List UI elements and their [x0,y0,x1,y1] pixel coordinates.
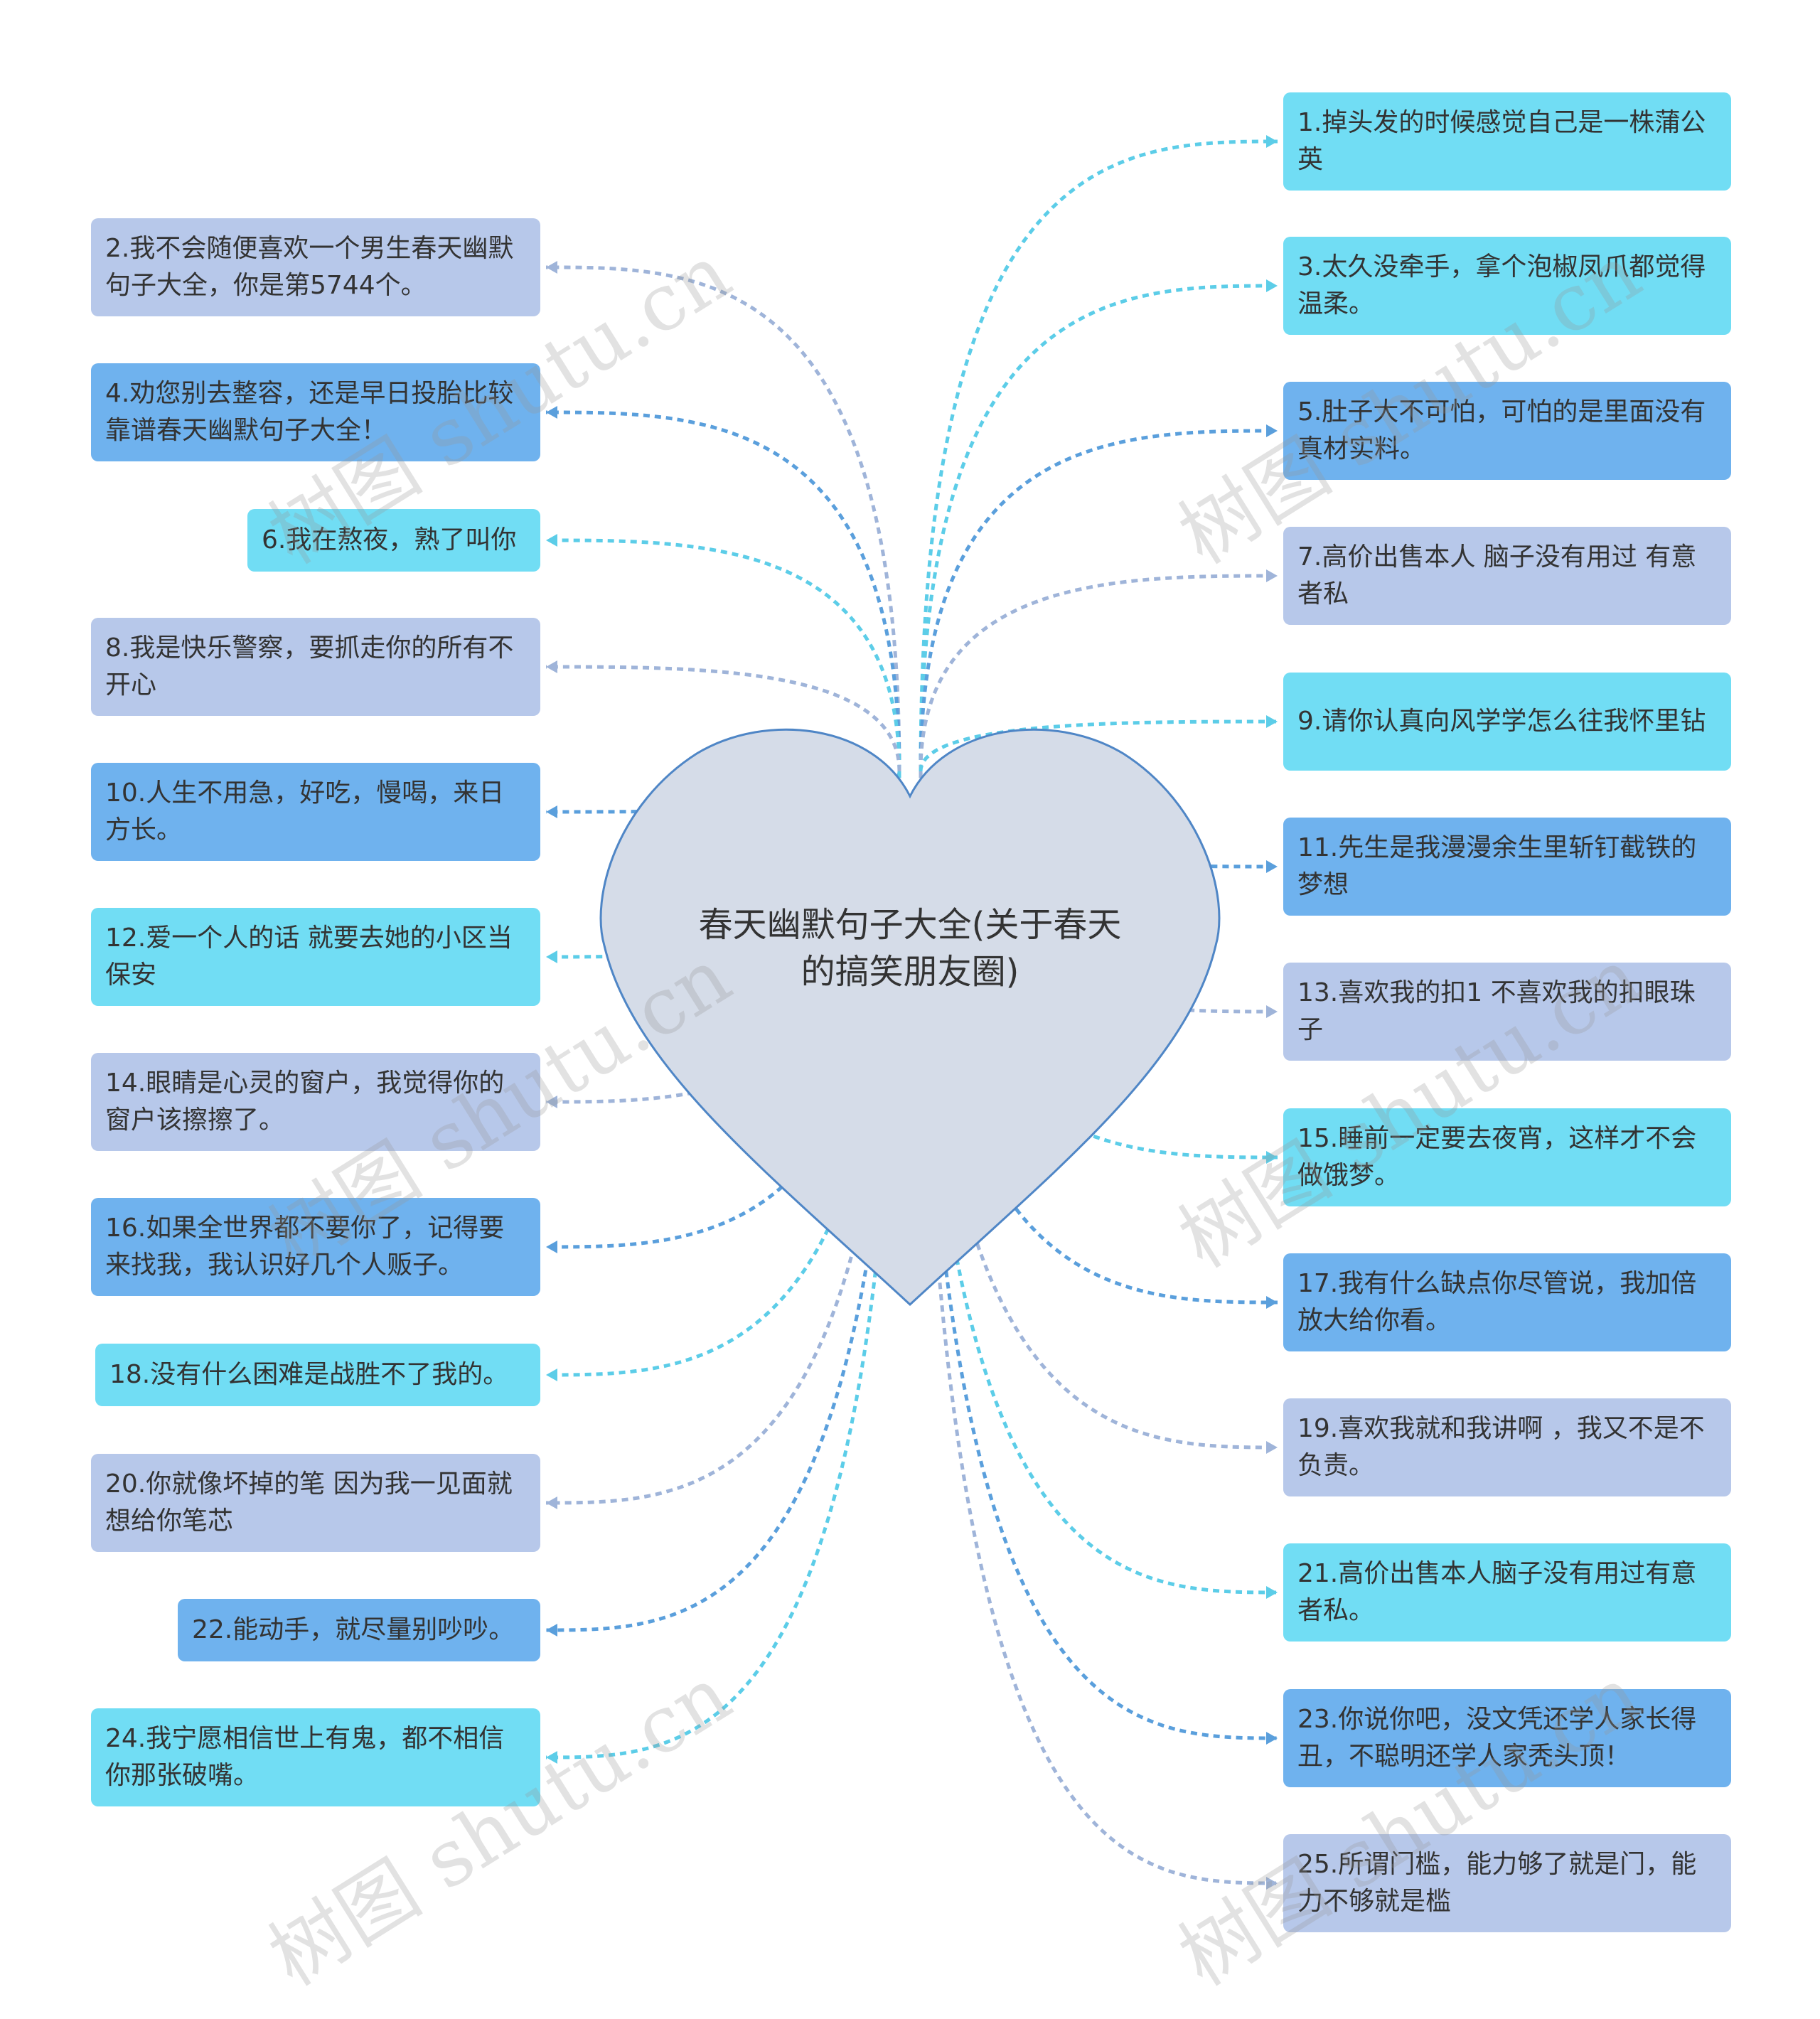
connector-line [919,771,1278,1160]
connector-arrowhead [546,1751,557,1764]
topic-node-6[interactable]: 6.我在熬夜，熟了叫你 [247,509,540,572]
topic-text: 20.你就像坏掉的笔 因为我一见面就想给你笔芯 [105,1469,513,1536]
connector-line [545,771,901,1760]
connector-arrowhead [1266,1296,1278,1309]
connector-arrowhead [1266,860,1278,873]
topic-node-8[interactable]: 8.我是快乐警察，要抓走你的所有不开心 [91,618,540,716]
connector-arrowhead [1266,715,1278,728]
connector-arrowhead [1266,1732,1278,1745]
connector-arrowhead [546,1369,557,1381]
connector-arrowhead [546,406,557,419]
topic-node-15[interactable]: 15.睡前一定要去夜宵，这样才不会做饿梦。 [1283,1108,1731,1206]
topic-text: 6.我在熬夜，熟了叫你 [262,525,517,555]
topic-text: 24.我宁愿相信世上有鬼，都不相信你那张破嘴。 [105,1724,505,1790]
topic-text: 17.我有什么缺点你尽管说，我加倍放大给你看。 [1297,1269,1697,1335]
topic-text: 1.掉头发的时候感觉自己是一株蒲公英 [1297,108,1706,174]
connector-line [545,771,901,1505]
topic-node-22[interactable]: 22.能动手，就尽量别吵吵。 [178,1599,540,1661]
connector-arrowhead [546,1241,557,1253]
topic-text: 23.你说你吧，没文凭还学人家长得丑，不聪明还学人家秃头顶！ [1297,1705,1697,1771]
topic-text: 10.人生不用急，好吃，慢喝，来日方长。 [105,778,505,845]
connector-arrowhead [546,805,557,818]
topic-node-3[interactable]: 3.太久没牵手，拿个泡椒凤爪都觉得温柔。 [1283,237,1731,335]
topic-text: 4.劝您别去整容，还是早日投胎比较靠谱春天幽默句子大全！ [105,379,514,445]
topic-node-18[interactable]: 18.没有什么困难是战胜不了我的。 [95,1344,540,1406]
connector-arrowhead [1266,424,1278,437]
topic-text: 22.能动手，就尽量别吵吵。 [192,1615,515,1644]
topic-text: 8.我是快乐警察，要抓走你的所有不开心 [105,633,514,700]
connector-arrowhead [1266,279,1278,292]
topic-node-9[interactable]: 9.请你认真向风学学怎么往我怀里钻 [1283,673,1731,771]
topic-node-1[interactable]: 1.掉头发的时候感觉自己是一株蒲公英 [1283,92,1731,191]
heart-outline [599,728,1221,1307]
central-heart-shape [599,728,1221,1307]
topic-node-25[interactable]: 25.所谓门槛，能力够了就是门，能力不够就是槛 [1283,1834,1731,1932]
connector-arrowhead [546,950,557,963]
connector-line [545,665,901,772]
topic-node-7[interactable]: 7.高价出售本人 脑子没有用过 有意者私 [1283,527,1731,625]
connector-line [919,429,1278,772]
connector-line [919,771,1278,1595]
connector-arrowhead [1266,1441,1278,1454]
topic-node-16[interactable]: 16.如果全世界都不要你了，记得要来找我，我认识好几个人贩子。 [91,1198,540,1296]
topic-text: 5.肚子大不可怕，可怕的是里面没有真材实料。 [1297,397,1706,464]
topic-text: 14.眼睛是心灵的窗户，我觉得你的窗户该擦擦了。 [105,1069,505,1135]
topic-text: 19.喜欢我就和我讲啊 ，我又不是不负责。 [1297,1414,1705,1480]
connector-line [545,265,901,772]
topic-text: 16.如果全世界都不要你了，记得要来找我，我认识好几个人贩子。 [105,1214,505,1280]
connector-arrowhead [1266,1877,1278,1890]
connector-line [919,284,1278,772]
topic-node-13[interactable]: 13.喜欢我的扣1 不喜欢我的扣眼珠子 [1283,963,1731,1061]
topic-text: 12.爱一个人的话 就要去她的小区当保安 [105,923,513,990]
topic-text: 21.高价出售本人脑子没有用过有意者私。 [1297,1559,1697,1625]
topic-node-19[interactable]: 19.喜欢我就和我讲啊 ，我又不是不负责。 [1283,1398,1731,1496]
connector-arrowhead [1266,1151,1278,1164]
topic-text: 9.请你认真向风学学怎么往我怀里钻 [1297,707,1706,736]
topic-node-4[interactable]: 4.劝您别去整容，还是早日投胎比较靠谱春天幽默句子大全！ [91,363,540,461]
topic-text: 13.喜欢我的扣1 不喜欢我的扣眼珠子 [1297,978,1696,1044]
connector-arrowhead [546,660,557,673]
topic-text: 2.我不会随便喜欢一个男生春天幽默句子大全，你是第5744个。 [105,234,514,300]
connector-line [919,574,1278,772]
topic-node-20[interactable]: 20.你就像坏掉的笔 因为我一见面就想给你笔芯 [91,1454,540,1552]
connector-arrowhead [1266,135,1278,148]
connector-line [545,538,901,772]
topic-node-21[interactable]: 21.高价出售本人脑子没有用过有意者私。 [1283,1543,1731,1642]
central-topic-title: 春天幽默句子大全(关于春天的搞笑朋友圈) [698,905,1122,992]
topic-node-14[interactable]: 14.眼睛是心灵的窗户，我觉得你的窗户该擦擦了。 [91,1053,540,1151]
topic-node-24[interactable]: 24.我宁愿相信世上有鬼，都不相信你那张破嘴。 [91,1708,540,1806]
topic-node-12[interactable]: 12.爱一个人的话 就要去她的小区当保安 [91,908,540,1006]
connector-line [919,771,1278,1305]
topic-text: 7.高价出售本人 脑子没有用过 有意者私 [1297,542,1697,609]
connector-arrowhead [546,1624,557,1637]
connector-arrowhead [546,1496,557,1509]
topic-node-23[interactable]: 23.你说你吧，没文凭还学人家长得丑，不聪明还学人家秃头顶！ [1283,1689,1731,1787]
connector-arrowhead [1266,1586,1278,1599]
connector-arrowhead [1266,1005,1278,1018]
connector-arrowhead [546,261,557,274]
topic-node-10[interactable]: 10.人生不用急，好吃，慢喝，来日方长。 [91,763,540,861]
topic-node-17[interactable]: 17.我有什么缺点你尽管说，我加倍放大给你看。 [1283,1253,1731,1351]
connector-arrowhead [546,534,557,547]
topic-text: 25.所谓门槛，能力够了就是门，能力不够就是槛 [1297,1850,1697,1916]
topic-text: 11.先生是我漫漫余生里斩钉截铁的梦想 [1297,833,1697,899]
connector-line [919,139,1278,772]
topic-text: 18.没有什么困难是战胜不了我的。 [109,1360,509,1389]
topic-node-2[interactable]: 2.我不会随便喜欢一个男生春天幽默句子大全，你是第5744个。 [91,218,540,316]
topic-text: 3.太久没牵手，拿个泡椒凤爪都觉得温柔。 [1297,252,1706,318]
connector-arrowhead [1266,569,1278,582]
topic-node-5[interactable]: 5.肚子大不可怕，可怕的是里面没有真材实料。 [1283,382,1731,480]
connector-arrowhead [546,1096,557,1108]
topic-text: 15.睡前一定要去夜宵，这样才不会做饿梦。 [1297,1124,1697,1190]
topic-node-11[interactable]: 11.先生是我漫漫余生里斩钉截铁的梦想 [1283,818,1731,916]
